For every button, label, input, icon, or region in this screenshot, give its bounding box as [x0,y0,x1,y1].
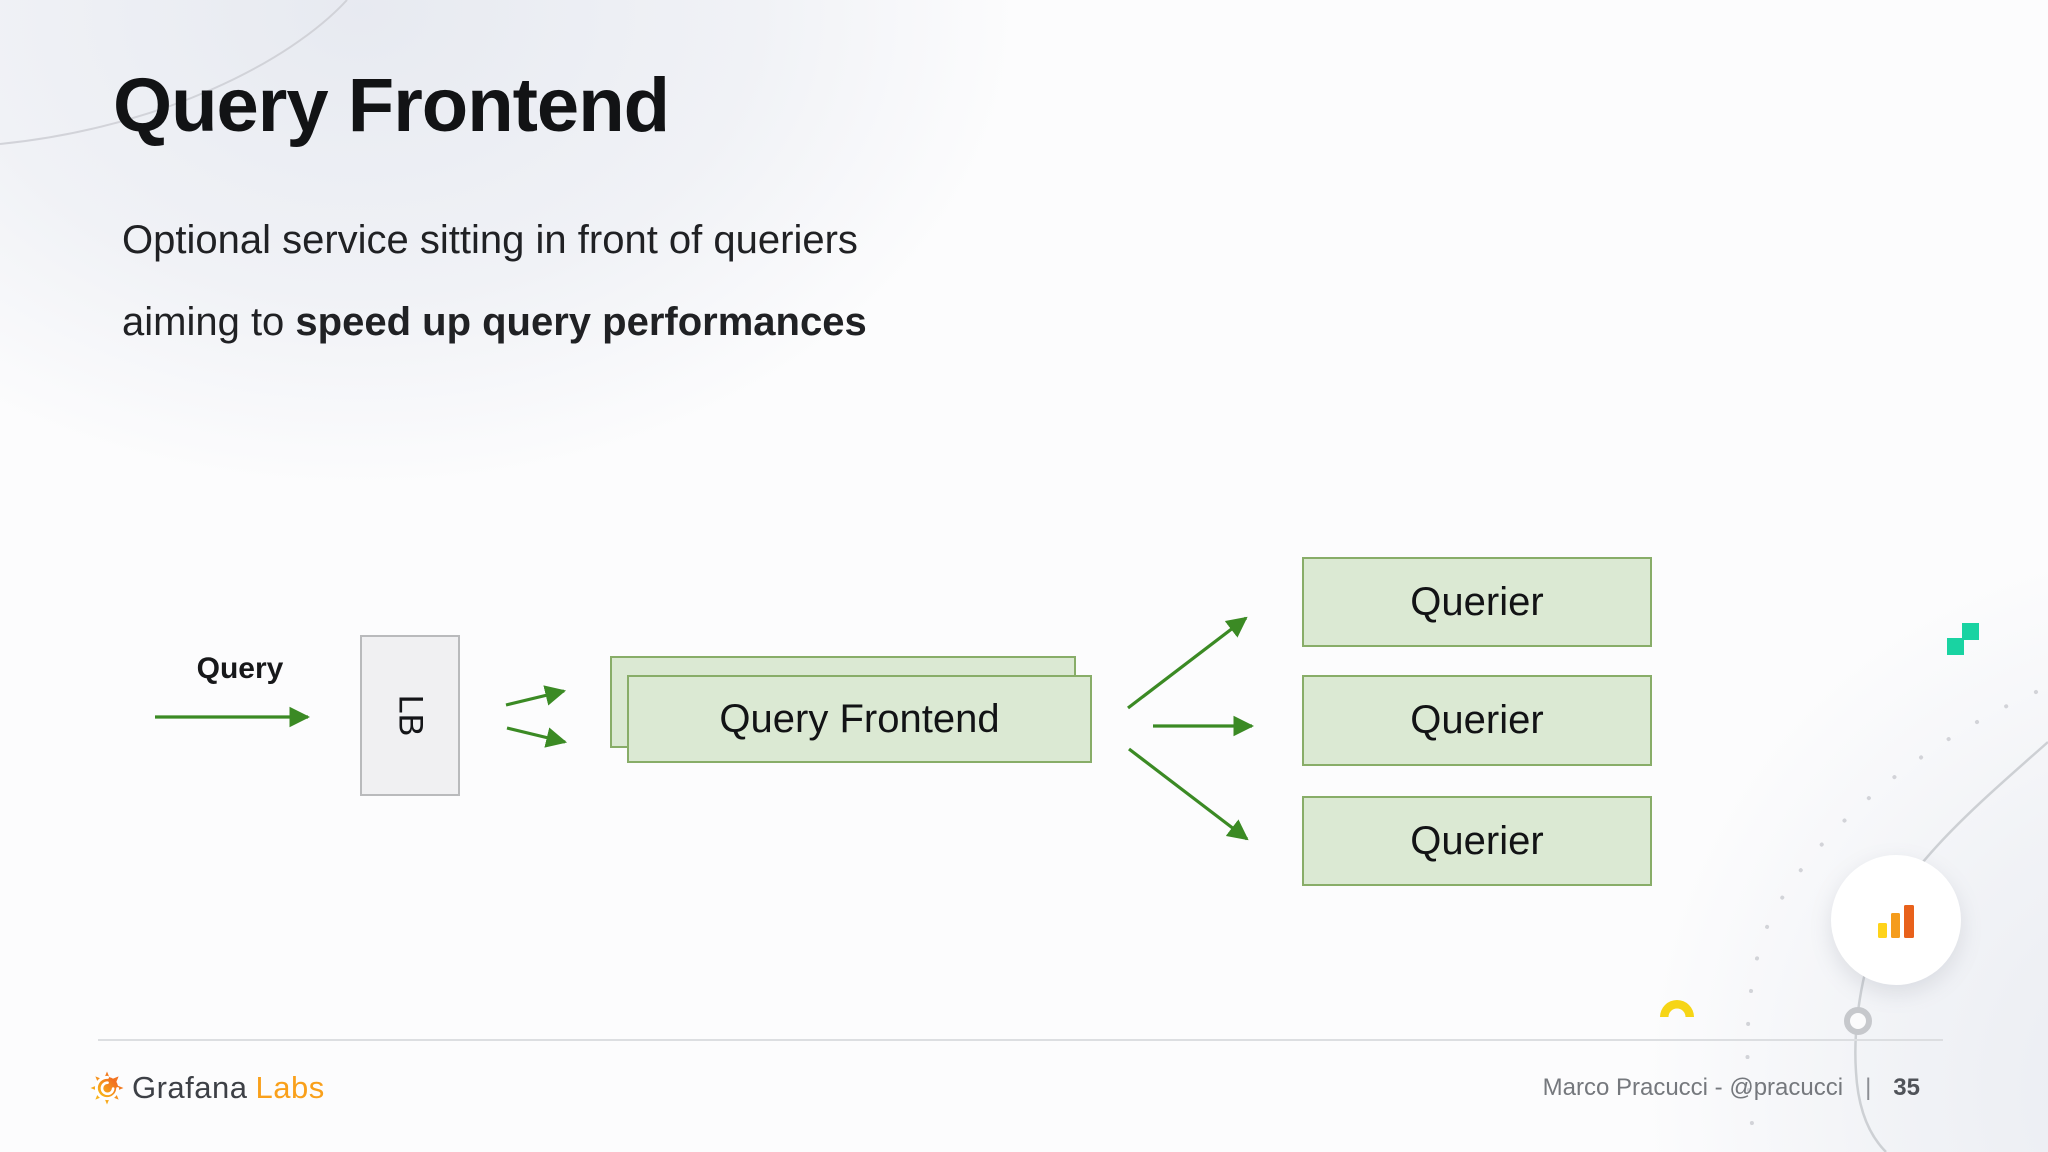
brand-name: Grafana [132,1070,248,1105]
querier-label: Querier [1410,579,1544,624]
query-frontend-box: Query Frontend [627,675,1092,763]
page-number: 35 [1893,1074,1920,1101]
footer-separator: | [1865,1074,1872,1101]
page-title: Query Frontend [113,63,670,148]
bar-chart-icon [1878,905,1916,938]
ring-decoration [1844,1007,1872,1035]
arrow-lb-to-frontend-lower [506,726,568,748]
author-text: Marco Pracucci - @pracucci [1542,1074,1844,1101]
bar-chart-icon-bar-small [1878,923,1887,938]
footer: Grafana Labs Marco Pracucci - @pracucci … [90,1060,1920,1116]
querier-box-3: Querier [1302,796,1652,886]
body-text-line2-normal: aiming to [122,300,296,344]
yellow-half-donut [1660,1000,1694,1017]
grafana-logo-icon [90,1071,124,1105]
footer-divider [98,1039,1943,1041]
bar-chart-icon-bar-medium [1891,913,1900,938]
body-text-line2: aiming to speed up query performances [122,300,867,345]
querier-label: Querier [1410,698,1544,742]
arrow-lb-to-frontend-upper [505,685,567,707]
query-frontend-label: Query Frontend [719,696,1000,741]
load-balancer-box: LB [360,635,460,796]
body-text-line2-bold: speed up query performances [295,300,867,344]
grafana-labs-logo: Grafana Labs [90,1070,325,1106]
footer-credits: Marco Pracucci - @pracucci | 35 [1543,1074,1920,1102]
body-text-line1: Optional service sitting in front of que… [122,218,858,262]
querier-box-1: Querier [1302,557,1652,647]
query-label: Query [196,652,284,685]
bar-chart-icon-bar-tall [1904,905,1914,938]
teal-square-decoration-upper [1962,623,1979,640]
arrow-frontend-to-querier1 [1127,616,1248,710]
load-balancer-label: LB [391,694,430,737]
brand-accent: Labs [255,1070,325,1105]
teal-square-decoration-lower [1947,638,1964,655]
querier-label: Querier [1410,818,1544,863]
arrow-frontend-to-querier3 [1128,747,1249,841]
querier-box-2: Querier [1302,675,1652,766]
